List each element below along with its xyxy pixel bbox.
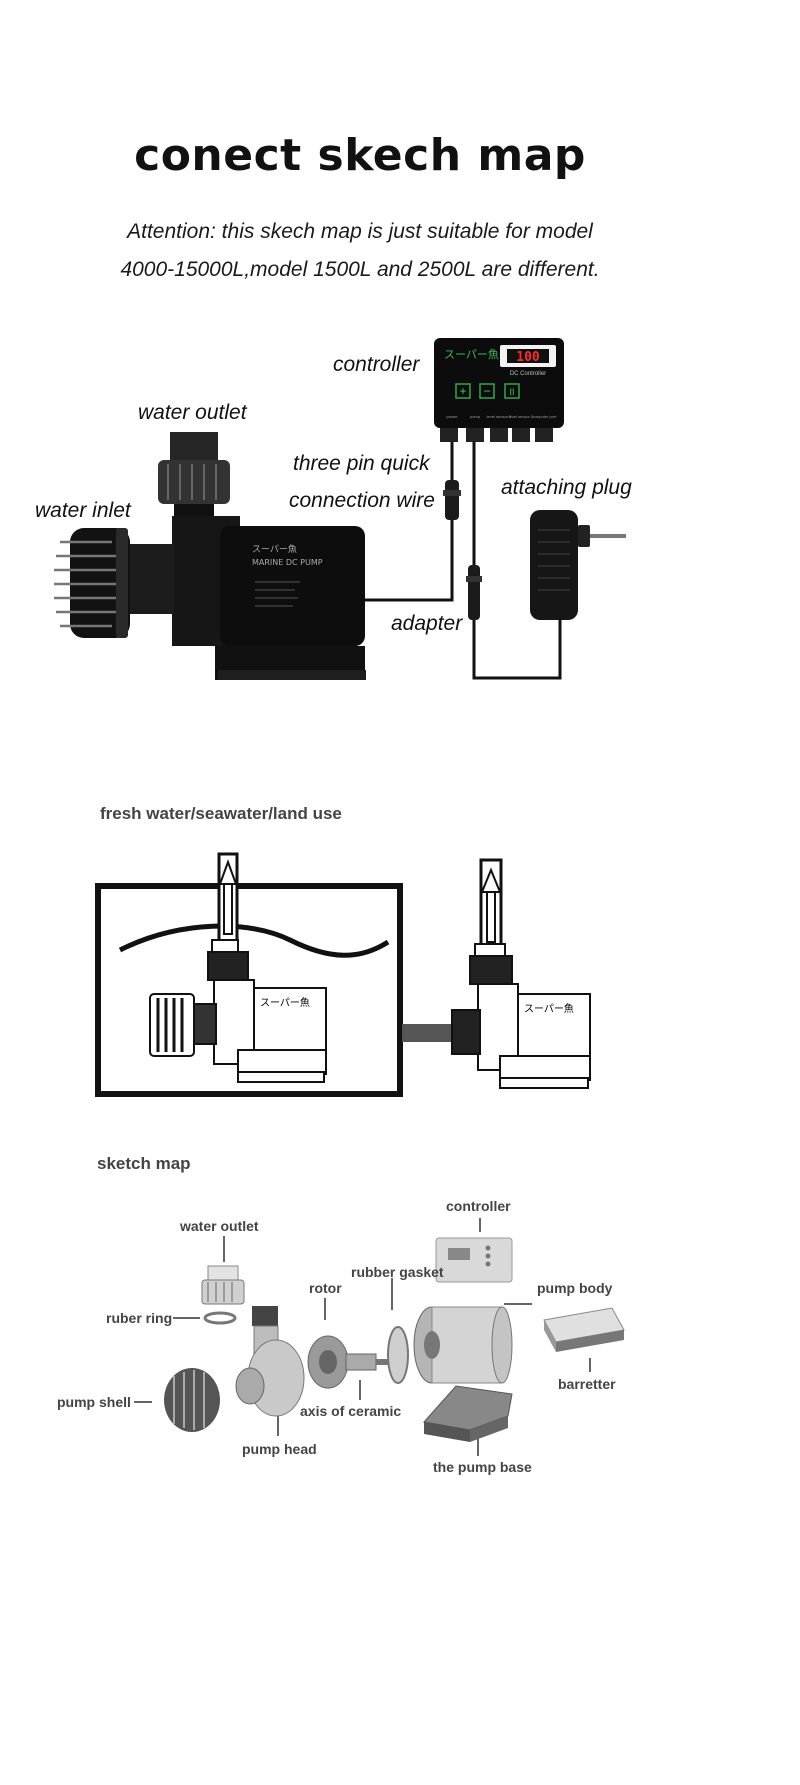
adapter-plug xyxy=(466,565,482,620)
sketch-label-pump-shell: pump shell xyxy=(57,1394,131,1410)
controller-model: DC Controller xyxy=(510,371,546,377)
sketch-rotor xyxy=(307,1335,388,1389)
sketch-pump-head xyxy=(235,1306,305,1417)
label-three-pin-2: connection wire xyxy=(289,489,435,512)
pump-model: MARINE DC PUMP xyxy=(252,558,323,567)
sketch-header: sketch map xyxy=(97,1154,191,1173)
label-water-inlet: water inlet xyxy=(35,499,131,522)
quick-connector xyxy=(443,480,461,520)
exploded-view xyxy=(134,1218,625,1456)
sketch-water-outlet xyxy=(201,1265,245,1305)
sketch-label-barretter: barretter xyxy=(558,1376,616,1392)
page-title: conect skech map xyxy=(134,130,586,181)
label-water-outlet: water outlet xyxy=(138,401,247,424)
sketch-pump-shell xyxy=(164,1368,220,1432)
attention-line-2: 4000-15000L,model 1500L and 2500L are di… xyxy=(120,258,600,281)
sketch-pump-base xyxy=(423,1385,513,1442)
usage-diagram: スーパー魚 スーパー魚 xyxy=(95,852,591,1097)
attention-line-1: Attention: this skech map is just suitab… xyxy=(127,220,593,243)
sketch-label-rubber-gasket: rubber gasket xyxy=(351,1264,444,1280)
pause-button: II xyxy=(509,387,514,397)
controller-box xyxy=(434,338,564,442)
sketch-label-pump-body: pump body xyxy=(537,1280,613,1296)
port-level2-label: level sensor 2 xyxy=(509,414,534,419)
plus-button: + xyxy=(459,384,466,398)
sketch-controller xyxy=(435,1237,513,1283)
submerged-pump xyxy=(149,852,327,1083)
label-controller: controller xyxy=(333,353,420,376)
leader-lines xyxy=(134,1218,591,1456)
port-power-label: power xyxy=(447,414,459,419)
connection-diagram: スーパー魚 100 DC Controller + − II power pum… xyxy=(54,338,626,680)
sketch-label-pump-base: the pump base xyxy=(433,1459,532,1475)
controller-brand: スーパー魚 xyxy=(444,348,499,361)
sketch-label-pump-head: pump head xyxy=(242,1441,317,1457)
minus-button: − xyxy=(483,384,490,398)
port-pump-label: pump xyxy=(470,414,481,419)
tank-outline xyxy=(95,883,403,1097)
water-wave xyxy=(118,923,390,958)
sketch-label-rotor: rotor xyxy=(309,1280,342,1296)
sketch-label-controller: controller xyxy=(446,1198,511,1214)
inline-pipe xyxy=(402,1024,454,1042)
label-adapter: adapter xyxy=(391,612,463,635)
power-adapter xyxy=(530,510,626,620)
sketch-pump-body xyxy=(413,1306,513,1384)
sketch-label-axis-of-ceramic: axis of ceramic xyxy=(300,1403,402,1419)
sketch-barretter xyxy=(543,1307,625,1352)
sketch-rubber-gasket xyxy=(387,1326,409,1384)
port-level1-label: level sensor 1 xyxy=(487,414,512,419)
sketch-label-water-outlet: water outlet xyxy=(180,1218,259,1234)
submerged-pump-brand: スーパー魚 xyxy=(260,996,310,1009)
label-three-pin-1: three pin quick xyxy=(293,452,430,475)
dc-pump xyxy=(54,432,366,680)
usage-header: fresh water/seawater/land use xyxy=(100,804,342,823)
pump-brand: スーパー魚 xyxy=(252,543,297,555)
external-pump xyxy=(451,858,591,1089)
label-attaching-plug: attaching plug xyxy=(501,476,632,499)
port-computer-label: computer port xyxy=(532,414,558,419)
controller-display: 100 xyxy=(516,350,540,365)
sketch-ruber-ring xyxy=(203,1311,237,1325)
sketch-label-ruber-ring: ruber ring xyxy=(106,1310,173,1326)
external-pump-brand: スーパー魚 xyxy=(524,1002,574,1015)
